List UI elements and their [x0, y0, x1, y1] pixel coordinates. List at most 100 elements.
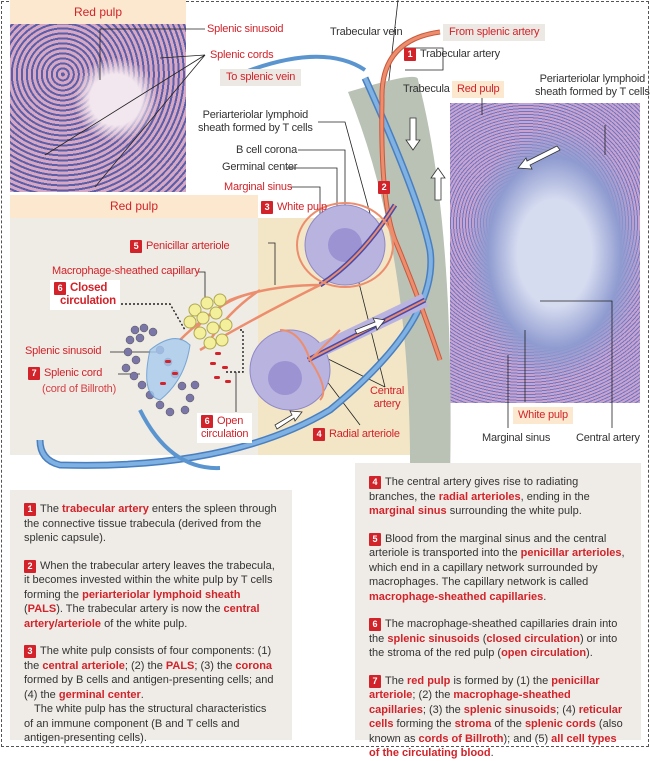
note-term: corona: [235, 659, 273, 672]
spleen-circulation-diagram: [36, 0, 613, 480]
trabecular-artery-text: Trabecular artery: [420, 48, 500, 60]
note-term: marginal sinus: [369, 505, 447, 517]
note-text: ; (2) the: [124, 659, 166, 672]
germinal-center-label: Germinal center: [222, 161, 298, 173]
trabecula-shape: [348, 76, 451, 480]
note-term: germinal center: [58, 688, 141, 701]
note-term: open circulation: [501, 647, 587, 659]
note-text: ).: [586, 647, 593, 659]
figure-border: [1, 1, 649, 747]
note-term: radial arterioles: [438, 490, 521, 503]
white-pulp-nodule-upper: [296, 202, 398, 288]
red-pulp-panel-header: Red pulp: [10, 195, 258, 218]
note-text: When the trabecular artery leaves the tr…: [24, 559, 275, 601]
note-badge: 7: [369, 674, 381, 688]
sinusoid-drainage: [138, 409, 221, 471]
note-term: periarteriolar lymphoid sheath: [82, 588, 241, 601]
note-term: trabecular artery: [62, 503, 149, 515]
note-text: The macrophage-sheathed capillaries drai…: [369, 618, 618, 645]
note-term: macrophage-sheathed capillaries: [369, 590, 544, 603]
note-text: , ending in the: [520, 490, 590, 503]
note-term: stroma: [454, 718, 492, 730]
note-extra: The white pulp has the structural charac…: [24, 703, 267, 744]
right-marginal-sinus-label: Marginal sinus: [482, 432, 551, 444]
macrophages: [183, 293, 233, 350]
splenic-cords-label: Splenic cords: [210, 49, 274, 61]
note-term: closed circulation: [486, 632, 580, 645]
note-term: cords of Billroth: [418, 732, 504, 745]
b-cell-corona-label: B cell corona: [236, 144, 297, 156]
note-text: of the: [491, 718, 525, 730]
note-term: central artery/arteriole: [24, 603, 260, 630]
note-term: reticular cells: [369, 703, 623, 731]
trabecular-vein-label: Trabecular vein: [330, 26, 403, 38]
right-white-pulp-label: White pulp: [513, 407, 573, 424]
note-text: ) or into the stroma of the red pulp (: [369, 632, 618, 660]
note-badge: 5: [369, 532, 381, 546]
red-blood-cells: [160, 352, 231, 385]
note-term: macrophage-sheathed capillaries: [369, 689, 571, 716]
note-text: (: [24, 603, 28, 615]
badge-2: 2: [378, 181, 394, 194]
note-text: ; (3) the: [194, 659, 236, 672]
note-text: ; (3) the: [422, 703, 464, 716]
note-text: ); and (5): [503, 732, 552, 745]
note-term: PALS: [165, 659, 195, 672]
note-text: ; (4): [556, 703, 579, 716]
note-text: The: [40, 503, 63, 515]
splenic-sinusoid-shape: [146, 338, 191, 401]
cord-of-billroth-label: (cord of Billroth): [42, 383, 117, 395]
note-badge: 3: [24, 645, 36, 658]
macrophage-capillary-label: Macrophage-sheathed capillary: [52, 265, 200, 277]
note-term: penicillar arterioles: [520, 547, 622, 559]
from-splenic-artery-label: From splenic artery: [443, 24, 546, 41]
note-term: splenic sinusoids: [463, 703, 557, 716]
right-central-artery-label: Central artery: [576, 432, 640, 444]
splenic-sinusoid-panel-label: Splenic sinusoid: [25, 345, 102, 357]
flow-arrows: [274, 117, 561, 430]
note-text: The: [385, 674, 408, 687]
red-pulp-micrograph: [10, 24, 186, 192]
note-text: ). The trabecular artery is now the: [56, 603, 224, 615]
note-text: .: [490, 747, 494, 759]
note-badge: 4: [369, 476, 381, 489]
badge-1: 1: [404, 48, 416, 61]
note-term: penicillar arteriole: [369, 674, 600, 702]
note-badge: 6: [369, 618, 381, 631]
white-pulp-nodule-lower: [249, 293, 429, 411]
splenic-sinusoid-label: Splenic sinusoid: [207, 23, 284, 35]
note-badge: 2: [24, 559, 36, 573]
note-text: The white pulp consists of four componen…: [24, 645, 272, 672]
trabecular-artery-label: 1 Trabecular artery: [404, 48, 500, 61]
note-term: PALS: [27, 603, 57, 615]
note-term: splenic cords: [524, 718, 596, 730]
note-text: .: [543, 590, 547, 603]
note-text: forming the: [393, 718, 455, 730]
note-text: Blood from the marginal sinus and the ce…: [369, 532, 607, 560]
note-text: of the white pulp.: [101, 617, 188, 630]
to-splenic-vein-label: To splenic vein: [220, 69, 302, 86]
note-text: is formed by (1) the: [450, 674, 552, 687]
note-text: (also known as: [369, 718, 623, 745]
marginal-sinus-label: Marginal sinus: [224, 181, 293, 193]
note-text: , which end in a capillary network surro…: [369, 547, 625, 588]
note-text: The central artery gives rise to radiati…: [369, 476, 579, 503]
note-badge: 1: [24, 503, 36, 516]
